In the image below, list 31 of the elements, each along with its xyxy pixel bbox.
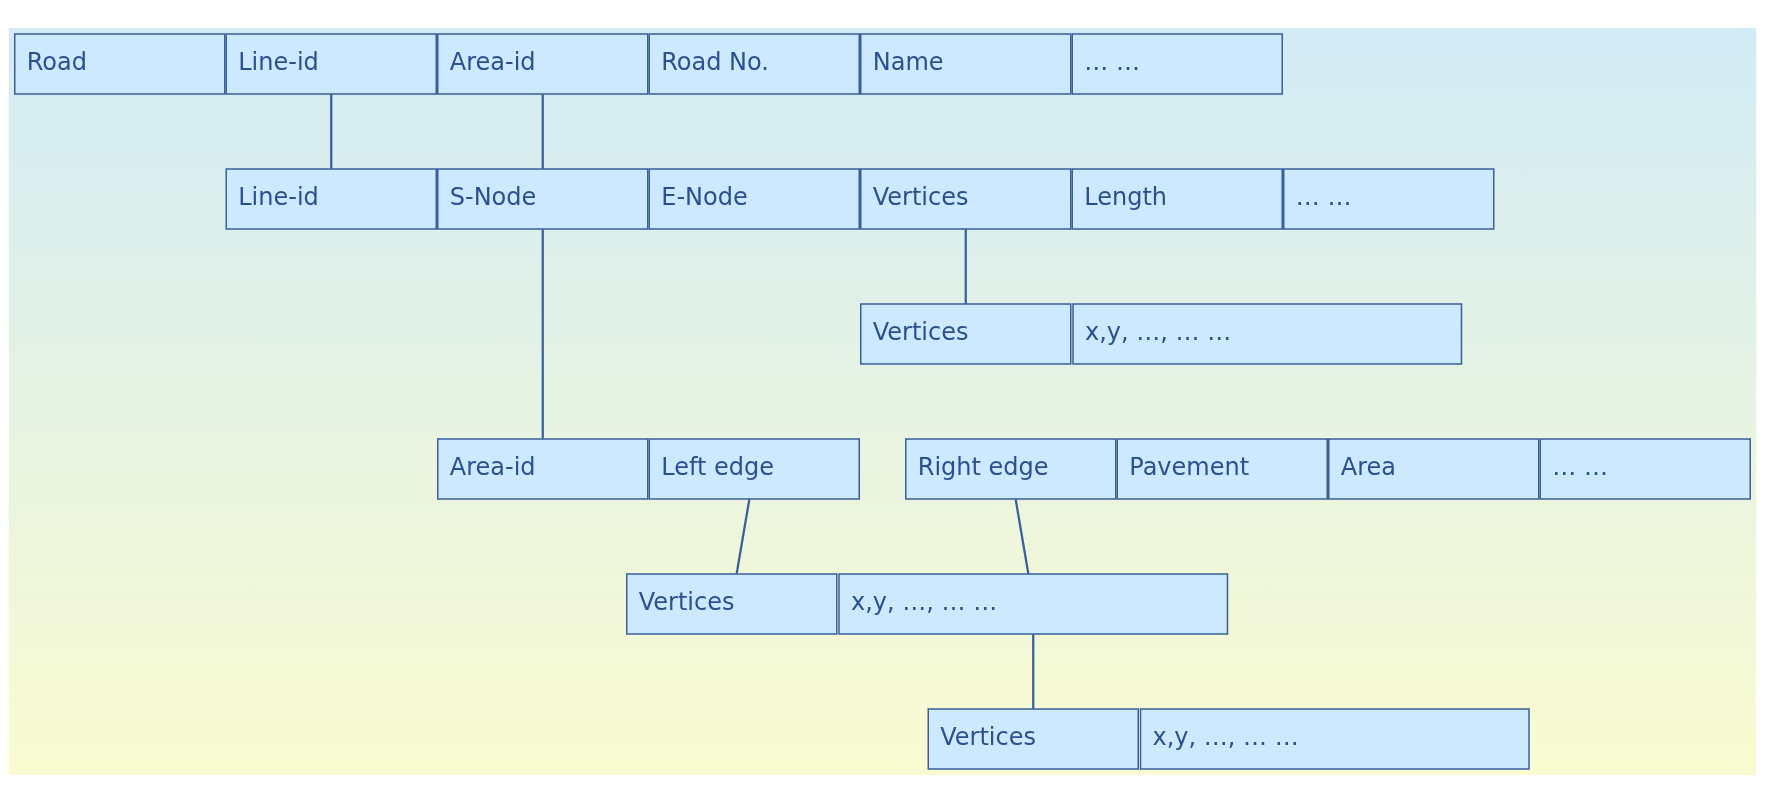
connector xyxy=(1032,634,1035,709)
node-box: Name xyxy=(860,33,1072,95)
node-box: Pavement xyxy=(1116,438,1328,500)
node-box: Road No. xyxy=(648,33,860,95)
node-box: Length xyxy=(1071,168,1283,230)
node-box: Line-id xyxy=(225,168,437,230)
node-box: Vertices xyxy=(626,573,838,635)
node-box: x,y, …, … … xyxy=(1072,303,1463,365)
node-box: Area-id xyxy=(437,438,649,500)
connector xyxy=(735,498,751,575)
node-box: Area xyxy=(1328,438,1540,500)
connector xyxy=(964,229,967,304)
connector xyxy=(1014,498,1030,575)
node-box: Left edge xyxy=(648,438,860,500)
node-box: … … xyxy=(1539,438,1751,500)
node-box: … … xyxy=(1283,168,1495,230)
node-box: Line-id xyxy=(225,33,437,95)
connector xyxy=(541,94,544,169)
node-box: Vertices xyxy=(860,303,1072,365)
node-box: … … xyxy=(1071,33,1283,95)
node-box: E-Node xyxy=(648,168,860,230)
node-box: x,y, …, … … xyxy=(838,573,1229,635)
node-box: Right edge xyxy=(905,438,1117,500)
node-box: Road xyxy=(14,33,226,95)
node-box: x,y, …, … … xyxy=(1139,708,1530,770)
connector xyxy=(330,94,333,169)
node-box: Vertices xyxy=(860,168,1072,230)
node-box: S-Node xyxy=(437,168,649,230)
connector xyxy=(541,229,544,439)
node-box: Area-id xyxy=(437,33,649,95)
node-box: Vertices xyxy=(927,708,1139,770)
